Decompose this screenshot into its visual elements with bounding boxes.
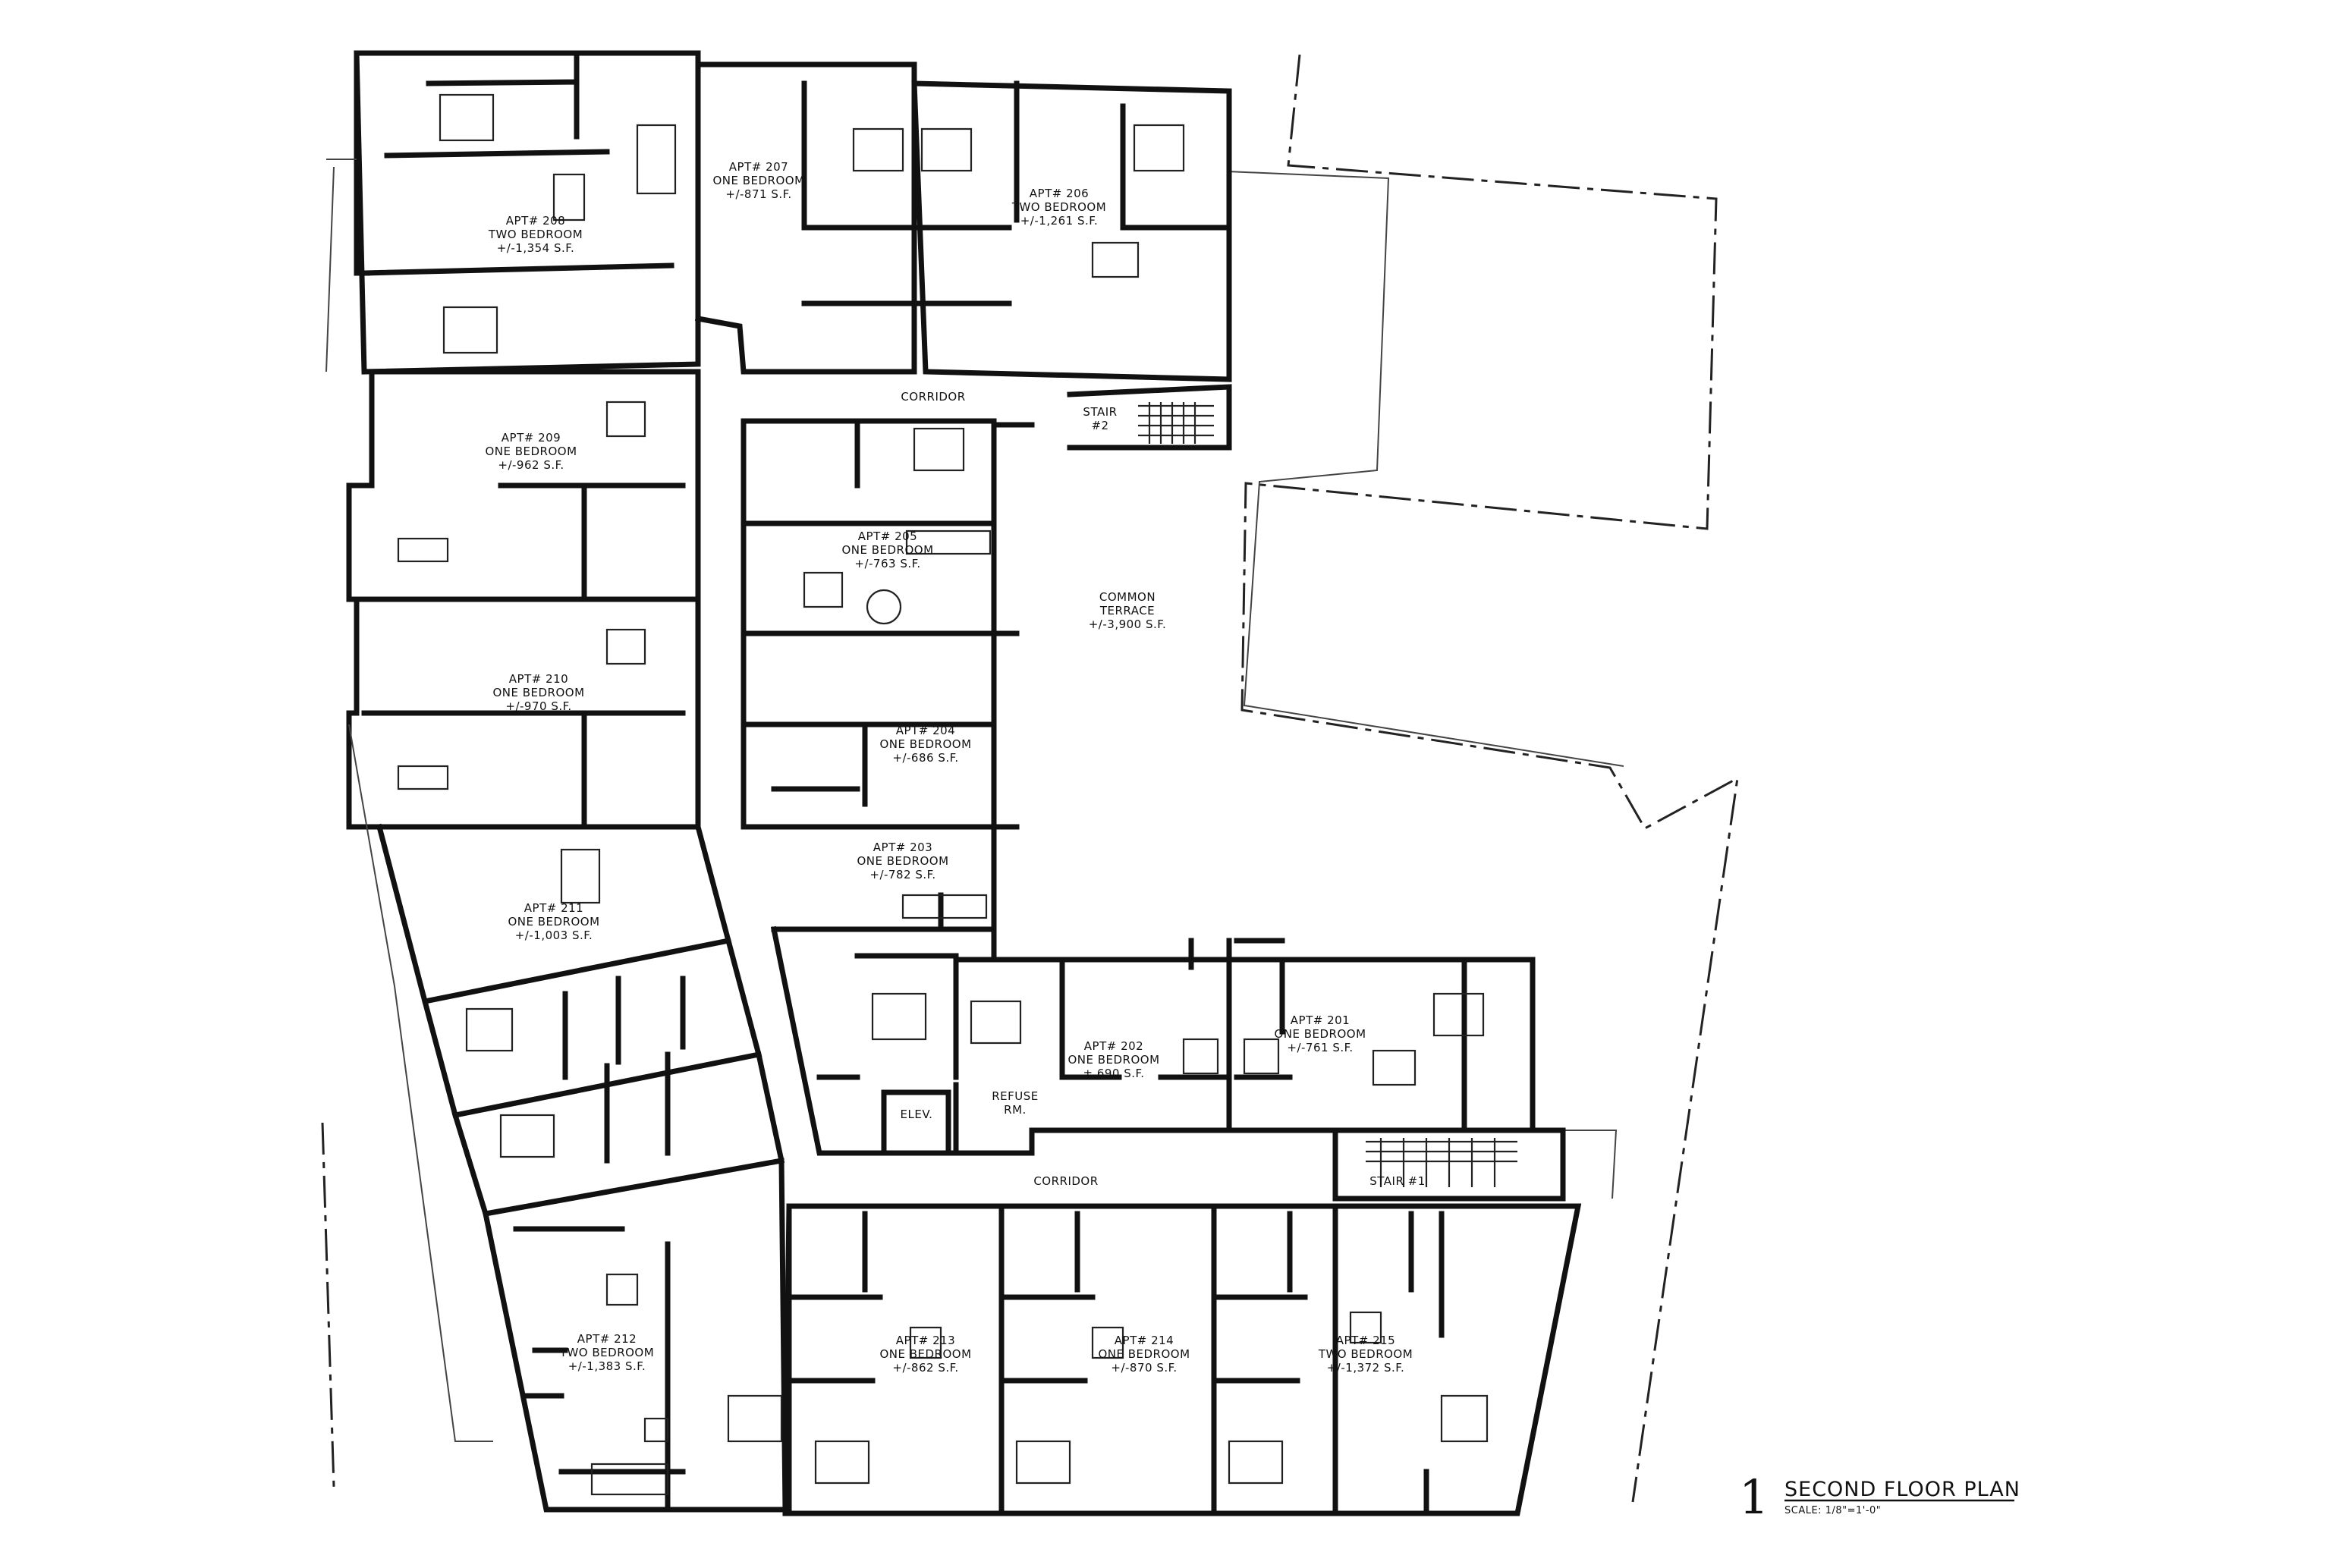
apt-206-label: APT# 206 TWO BEDROOM +/-1,261 S.F.	[1011, 187, 1106, 228]
svg-text:+/-871 S.F.: +/-871 S.F.	[725, 187, 791, 201]
svg-text:+/-782 S.F.: +/-782 S.F.	[869, 868, 935, 881]
svg-text:APT# 203: APT# 203	[873, 841, 932, 854]
svg-text:± 690 S.F.: ± 690 S.F.	[1083, 1067, 1144, 1080]
svg-text:APT# 211: APT# 211	[524, 901, 583, 915]
svg-text:+/-1,003 S.F.: +/-1,003 S.F.	[515, 929, 593, 942]
apt-201-label: APT# 201 ONE BEDROOM +/-761 S.F.	[1274, 1013, 1366, 1054]
stair-1-label: STAIR #1	[1369, 1174, 1426, 1188]
drawing-scale: SCALE: 1/8"=1'-0"	[1784, 1505, 1881, 1516]
svg-text:APT# 204: APT# 204	[896, 724, 955, 737]
svg-text:+/-1,372 S.F.: +/-1,372 S.F.	[1327, 1361, 1405, 1375]
svg-text:ONE BEDROOM: ONE BEDROOM	[485, 445, 577, 458]
svg-text:APT# 209: APT# 209	[502, 431, 561, 445]
east-wing-walls	[881, 938, 1566, 1202]
corridor-south-label: CORRIDOR	[1033, 1174, 1098, 1188]
svg-text:ONE BEDROOM: ONE BEDROOM	[1274, 1027, 1366, 1041]
svg-text:+/-862 S.F.: +/-862 S.F.	[892, 1361, 958, 1375]
fixtures	[397, 93, 1489, 1496]
apt-203-label: APT# 203 ONE BEDROOM +/-782 S.F.	[857, 841, 948, 881]
common-terrace-label-2: TERRACE	[1099, 604, 1155, 617]
space-labels: CORRIDOR CORRIDOR STAIR #2 STAIR #1 ELEV…	[901, 390, 1426, 1188]
svg-text:ONE BEDROOM: ONE BEDROOM	[712, 174, 804, 187]
svg-text:+/-962 S.F.: +/-962 S.F.	[498, 458, 564, 472]
svg-text:TWO BEDROOM: TWO BEDROOM	[488, 228, 583, 241]
apt-211-label: APT# 211 ONE BEDROOM +/-1,003 S.F.	[508, 901, 599, 942]
property-lines	[321, 54, 1739, 1503]
apt-207-label: APT# 207 ONE BEDROOM +/-871 S.F.	[712, 160, 804, 201]
svg-text:APT# 212: APT# 212	[577, 1332, 637, 1346]
svg-text:APT# 205: APT# 205	[858, 529, 917, 543]
svg-text:+/-763 S.F.: +/-763 S.F.	[854, 557, 920, 570]
refuse-room-label-2: RM.	[1004, 1103, 1027, 1117]
svg-text:ONE BEDROOM: ONE BEDROOM	[841, 543, 933, 557]
svg-text:APT# 210: APT# 210	[509, 672, 568, 686]
svg-text:TWO BEDROOM: TWO BEDROOM	[559, 1346, 654, 1359]
svg-text:TWO BEDROOM: TWO BEDROOM	[1011, 200, 1106, 214]
apt-209-label: APT# 209 ONE BEDROOM +/-962 S.F.	[485, 431, 577, 472]
apt-215-label: APT# 215 TWO BEDROOM +/-1,372 S.F.	[1318, 1334, 1413, 1375]
north-wing-walls	[325, 50, 1232, 451]
svg-text:ONE BEDROOM: ONE BEDROOM	[879, 737, 971, 751]
drawing-title: SECOND FLOOR PLAN	[1784, 1478, 2020, 1501]
svg-text:+/-870 S.F.: +/-870 S.F.	[1111, 1361, 1177, 1375]
apt-212-label: APT# 212 TWO BEDROOM +/-1,383 S.F.	[559, 1332, 654, 1373]
svg-text:APT# 202: APT# 202	[1084, 1039, 1143, 1053]
svg-text:+/-1,354 S.F.: +/-1,354 S.F.	[497, 241, 575, 255]
svg-text:ONE BEDROOM: ONE BEDROOM	[857, 854, 948, 868]
svg-text:ONE BEDROOM: ONE BEDROOM	[492, 686, 584, 699]
elevator-label: ELEV.	[901, 1108, 933, 1121]
svg-text:+/-686 S.F.: +/-686 S.F.	[892, 751, 958, 765]
svg-text:APT# 207: APT# 207	[729, 160, 788, 174]
refuse-room-label: REFUSE	[992, 1089, 1039, 1103]
west-wing-walls	[346, 369, 788, 1513]
svg-text:APT# 201: APT# 201	[1291, 1013, 1350, 1027]
south-wing-walls	[782, 1203, 1582, 1516]
svg-text:APT# 213: APT# 213	[896, 1334, 955, 1347]
corridor-north-label: CORRIDOR	[901, 390, 965, 404]
svg-text:TWO BEDROOM: TWO BEDROOM	[1318, 1347, 1413, 1361]
svg-text:ONE BEDROOM: ONE BEDROOM	[1098, 1347, 1190, 1361]
apt-213-label: APT# 213 ONE BEDROOM +/-862 S.F.	[879, 1334, 971, 1375]
svg-text:ONE BEDROOM: ONE BEDROOM	[508, 915, 599, 929]
svg-text:+/-1,261 S.F.: +/-1,261 S.F.	[1020, 214, 1099, 228]
apt-204-label: APT# 204 ONE BEDROOM +/-686 S.F.	[879, 724, 971, 765]
sheet-number: 1	[1739, 1469, 1769, 1525]
apt-210-label: APT# 210 ONE BEDROOM +/-970 S.F.	[492, 672, 584, 713]
apt-202-label: APT# 202 ONE BEDROOM ± 690 S.F.	[1068, 1039, 1159, 1080]
svg-text:APT# 208: APT# 208	[506, 214, 565, 228]
svg-text:+/-970 S.F.: +/-970 S.F.	[505, 699, 571, 713]
svg-text:+/-1,383 S.F.: +/-1,383 S.F.	[568, 1359, 646, 1373]
title-block: 1 SECOND FLOOR PLAN SCALE: 1/8"=1'-0"	[1739, 1469, 2020, 1525]
common-terrace-label: COMMON	[1099, 590, 1156, 604]
svg-text:ONE BEDROOM: ONE BEDROOM	[879, 1347, 971, 1361]
apt-208-label: APT# 208 TWO BEDROOM +/-1,354 S.F.	[488, 214, 583, 255]
apt-214-label: APT# 214 ONE BEDROOM +/-870 S.F.	[1098, 1334, 1190, 1375]
svg-text:APT# 206: APT# 206	[1030, 187, 1089, 200]
svg-text:+/-761 S.F.: +/-761 S.F.	[1287, 1041, 1353, 1054]
svg-text:ONE BEDROOM: ONE BEDROOM	[1068, 1053, 1159, 1067]
common-terrace-area: +/-3,900 S.F.	[1089, 617, 1167, 631]
stair-2-label: STAIR	[1083, 405, 1117, 419]
central-stack-walls	[741, 418, 1035, 1156]
apartment-labels: APT# 208 TWO BEDROOM +/-1,354 S.F. APT# …	[485, 160, 1413, 1375]
apt-205-label: APT# 205 ONE BEDROOM +/-763 S.F.	[841, 529, 933, 570]
svg-text:APT# 214: APT# 214	[1115, 1334, 1174, 1347]
svg-text:APT# 215: APT# 215	[1336, 1334, 1395, 1347]
stair-2-number: #2	[1091, 419, 1108, 432]
